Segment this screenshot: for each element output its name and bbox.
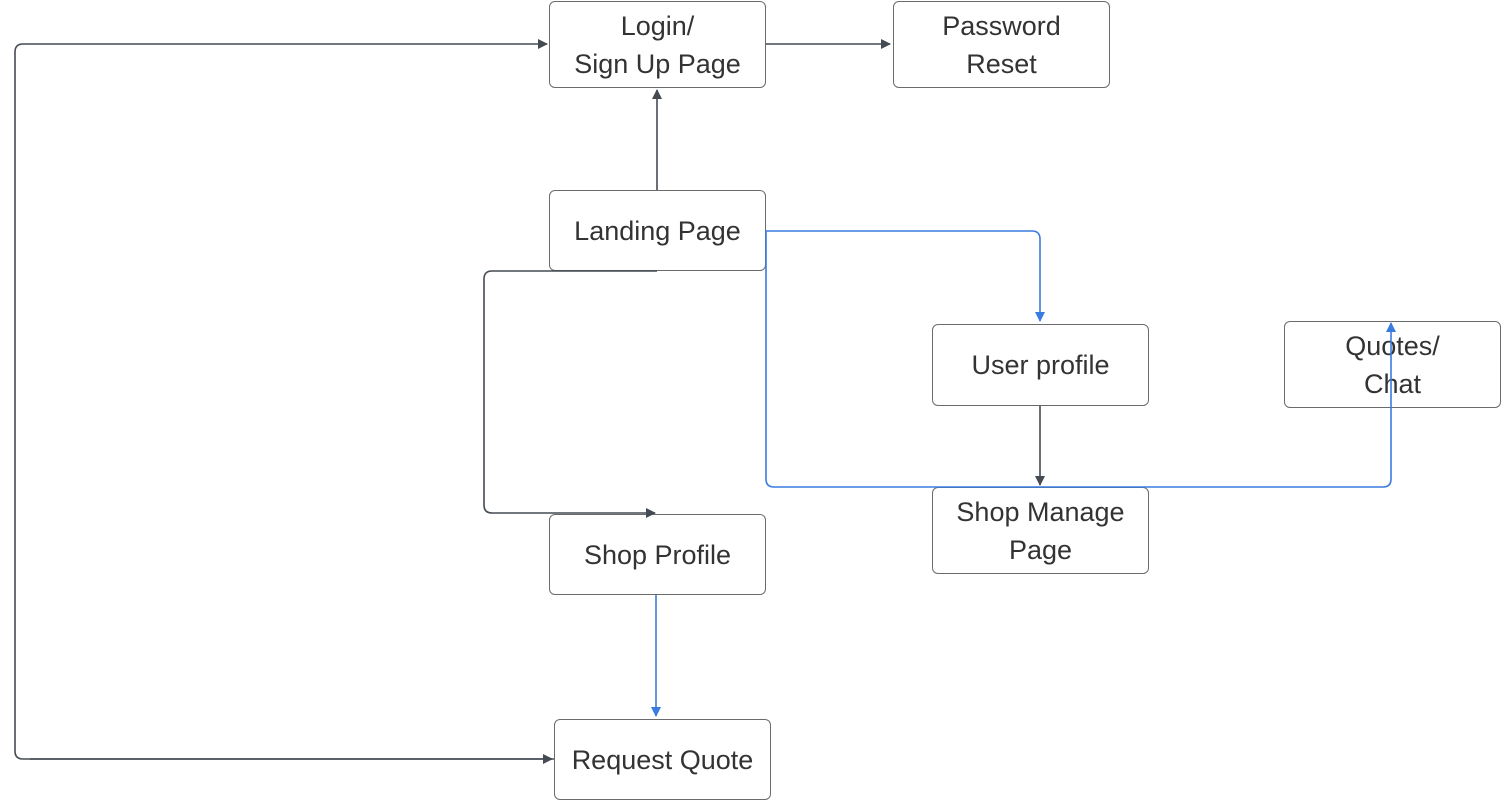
node-request-quote: Request Quote — [554, 719, 771, 800]
node-label-line: Login/ — [620, 10, 695, 41]
node-shop-manage-page: Shop Manage Page — [932, 487, 1149, 574]
edge-landing-to-shop-profile — [483, 270, 657, 518]
node-login-signup-page: Login/ Sign Up Page — [549, 1, 766, 88]
node-user-profile: User profile — [932, 324, 1149, 406]
node-label-line: Quotes/ — [1345, 330, 1440, 361]
node-label-line: Shop Profile — [583, 539, 732, 570]
node-shop-profile: Shop Profile — [549, 514, 766, 595]
node-landing-page: Landing Page — [549, 190, 766, 271]
node-label-line: Request Quote — [571, 744, 754, 775]
node-label-line: Password — [942, 10, 1061, 41]
node-label-line: Sign Up Page — [574, 48, 741, 79]
node-label-line: Page — [1008, 534, 1073, 565]
edge-landing-to-user-profile — [766, 230, 1045, 322]
node-quotes-chat: Quotes/ Chat — [1284, 321, 1501, 408]
node-label-line: Landing Page — [574, 215, 741, 246]
node-password-reset: Password Reset — [893, 1, 1110, 88]
node-label-line: Shop Manage — [956, 496, 1125, 527]
node-label-line: User profile — [971, 350, 1110, 380]
node-label-line: Reset — [966, 48, 1037, 79]
edge-request-to-login — [14, 39, 554, 760]
node-label-line: Chat — [1363, 368, 1422, 399]
